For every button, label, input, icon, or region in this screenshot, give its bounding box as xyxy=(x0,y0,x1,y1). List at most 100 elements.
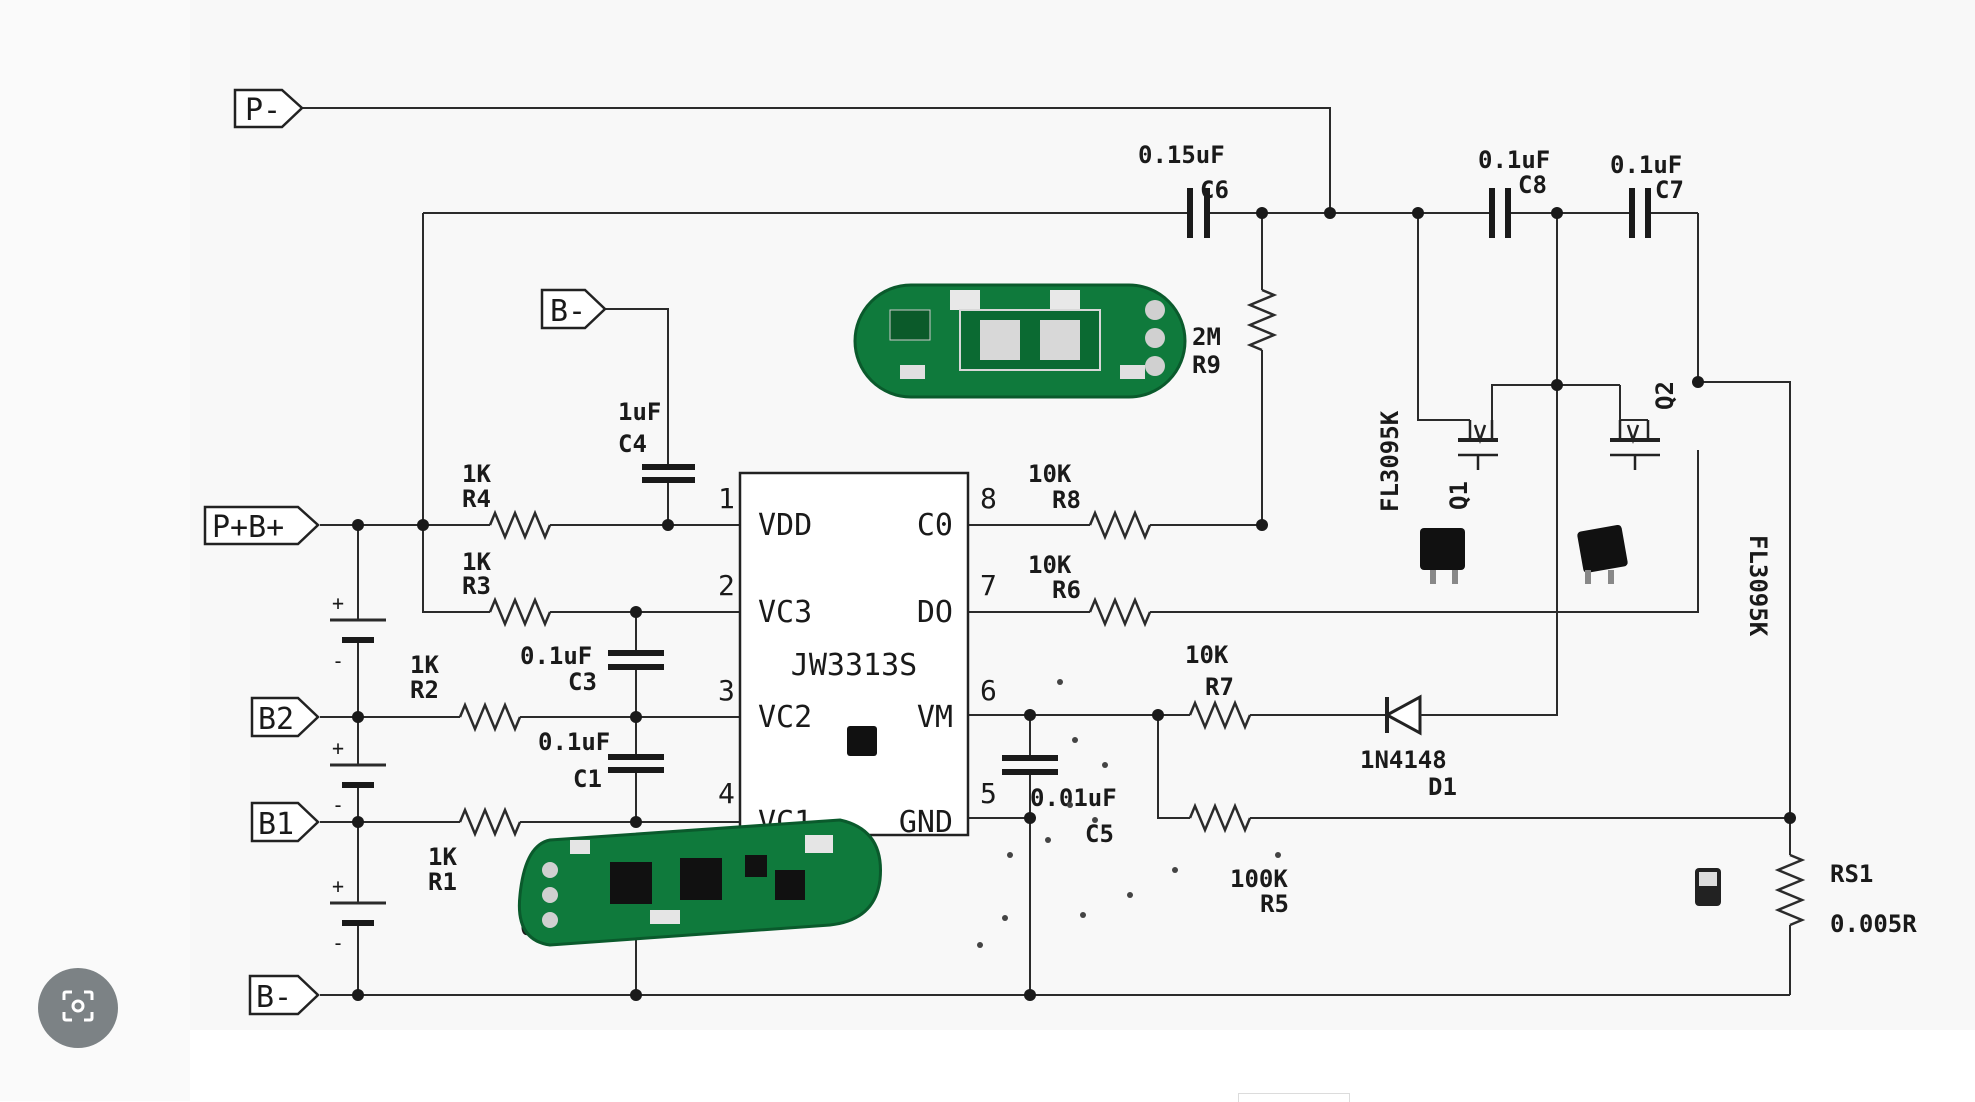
svg-text:C7: C7 xyxy=(1655,176,1684,204)
mosfet-q2-photo xyxy=(1577,524,1628,584)
svg-text:B-: B- xyxy=(550,294,586,329)
ic-pin-gnd: GND xyxy=(899,805,953,840)
svg-text:10K: 10K xyxy=(1028,460,1072,488)
component-labels: 1K R4 1K R3 1K R2 1K R1 1uF C4 0.1uF C3 … xyxy=(410,141,1917,941)
resistor-r1 xyxy=(458,806,522,838)
svg-text:C5: C5 xyxy=(1085,820,1114,848)
visual-search-button[interactable] xyxy=(38,968,118,1048)
resistor-r8 xyxy=(1088,509,1152,541)
svg-text:10K: 10K xyxy=(1028,551,1072,579)
diode-d1 xyxy=(1340,694,1450,736)
svg-text:+: + xyxy=(332,591,344,615)
svg-text:R3: R3 xyxy=(462,572,491,600)
capacitor-c5 xyxy=(1002,755,1058,775)
bottom-tab-handle[interactable] xyxy=(1238,1093,1350,1102)
resistor-r5 xyxy=(1188,802,1252,834)
capacitor-c7 xyxy=(1629,188,1651,238)
svg-text:5: 5 xyxy=(980,777,997,810)
svg-text:7: 7 xyxy=(980,569,997,602)
capacitors xyxy=(608,188,1651,775)
capacitor-c4 xyxy=(642,464,695,483)
port-b1: B1 xyxy=(250,801,320,843)
svg-text:RS1: RS1 xyxy=(1830,860,1873,888)
schematic-diagram: P- P+B+ B- B2 B1 B- + - + - xyxy=(190,0,1975,1030)
svg-text:1K: 1K xyxy=(410,651,439,679)
svg-text:FL3095K: FL3095K xyxy=(1744,535,1772,637)
ic-photo-chip xyxy=(847,726,877,756)
svg-text:1K: 1K xyxy=(462,460,491,488)
svg-text:R7: R7 xyxy=(1205,673,1234,701)
capacitor-c6 xyxy=(1187,188,1210,238)
visual-search-icon xyxy=(58,986,98,1030)
svg-text:-: - xyxy=(332,649,344,673)
svg-text:0.1uF: 0.1uF xyxy=(520,642,592,670)
svg-text:R1: R1 xyxy=(428,868,457,896)
resistor-rs1 xyxy=(1774,853,1806,927)
svg-text:B2: B2 xyxy=(258,702,294,737)
svg-text:10K: 10K xyxy=(1185,641,1229,669)
ic-pin-vdd: VDD xyxy=(758,508,812,543)
junctions xyxy=(352,207,1796,1001)
mosfet-q2 xyxy=(1610,420,1660,470)
ic-pin-vm: VM xyxy=(917,700,953,735)
svg-text:R5: R5 xyxy=(1260,890,1289,918)
resistor-r4 xyxy=(488,509,552,541)
capacitor-c1 xyxy=(608,754,664,773)
ic-pin-vc2: VC2 xyxy=(758,700,812,735)
svg-text:0.1uF: 0.1uF xyxy=(1610,151,1682,179)
svg-text:8: 8 xyxy=(980,482,997,515)
ic-pin-vc3: VC3 xyxy=(758,595,812,630)
debris-specks xyxy=(977,679,1281,948)
resistor-r3 xyxy=(488,596,552,628)
port-p-plus-b-plus: P+B+ xyxy=(203,505,320,546)
ic-pin-c0: C0 xyxy=(917,508,953,543)
svg-text:P-: P- xyxy=(245,93,281,128)
svg-text:B-: B- xyxy=(256,980,292,1015)
svg-text:6: 6 xyxy=(980,674,997,707)
svg-text:FL3095K: FL3095K xyxy=(1376,410,1404,512)
svg-text:2: 2 xyxy=(718,569,735,602)
port-b-minus-bottom: B- xyxy=(248,974,320,1016)
resistors xyxy=(458,288,1806,927)
capacitor-c8 xyxy=(1489,188,1511,238)
svg-text:C6: C6 xyxy=(1200,176,1229,204)
svg-text:0.15uF: 0.15uF xyxy=(1138,141,1225,169)
svg-text:C1: C1 xyxy=(573,765,602,793)
mosfet-q1 xyxy=(1458,420,1498,470)
ic-jw3313s: VDD VC3 VC2 VC1 C0 DO VM GND JW3313S 1 2… xyxy=(718,471,997,840)
resistor-r9 xyxy=(1246,288,1278,352)
svg-text:1N4148: 1N4148 xyxy=(1360,746,1447,774)
shunt-resistor-photo xyxy=(1695,868,1721,906)
resistor-r2 xyxy=(458,701,522,733)
resistor-r7 xyxy=(1188,699,1252,731)
svg-text:R6: R6 xyxy=(1052,576,1081,604)
svg-text:1K: 1K xyxy=(462,548,491,576)
ports: P- P+B+ B- B2 B1 B- xyxy=(203,88,607,1016)
mosfet-q1-photo xyxy=(1420,528,1465,584)
ic-name: JW3313S xyxy=(791,648,917,683)
svg-text:R4: R4 xyxy=(462,485,491,513)
svg-text:100K: 100K xyxy=(1230,865,1288,893)
svg-text:-: - xyxy=(332,793,344,817)
svg-text:0.1uF: 0.1uF xyxy=(1478,146,1550,174)
port-b-minus-top: B- xyxy=(540,288,607,330)
svg-text:0.005R: 0.005R xyxy=(1830,910,1917,938)
svg-text:P+B+: P+B+ xyxy=(212,510,284,545)
svg-text:+: + xyxy=(332,736,344,760)
svg-text:-: - xyxy=(332,931,344,955)
svg-text:C3: C3 xyxy=(568,668,597,696)
svg-text:4: 4 xyxy=(718,777,735,810)
capacitor-c3 xyxy=(608,650,664,670)
pcb-board-photo-top xyxy=(853,283,1187,399)
svg-text:R9: R9 xyxy=(1192,351,1221,379)
resistor-r6 xyxy=(1088,596,1152,628)
schematic-stage: P- P+B+ B- B2 B1 B- + - + - xyxy=(190,0,1975,1101)
svg-text:0.01uF: 0.01uF xyxy=(1030,784,1117,812)
svg-text:Q2: Q2 xyxy=(1651,381,1679,410)
svg-text:C4: C4 xyxy=(618,430,647,458)
svg-text:+: + xyxy=(332,874,344,898)
port-p-minus: P- xyxy=(233,88,304,129)
svg-text:B1: B1 xyxy=(258,807,294,842)
svg-text:1: 1 xyxy=(718,482,735,515)
svg-text:2M: 2M xyxy=(1192,323,1221,351)
